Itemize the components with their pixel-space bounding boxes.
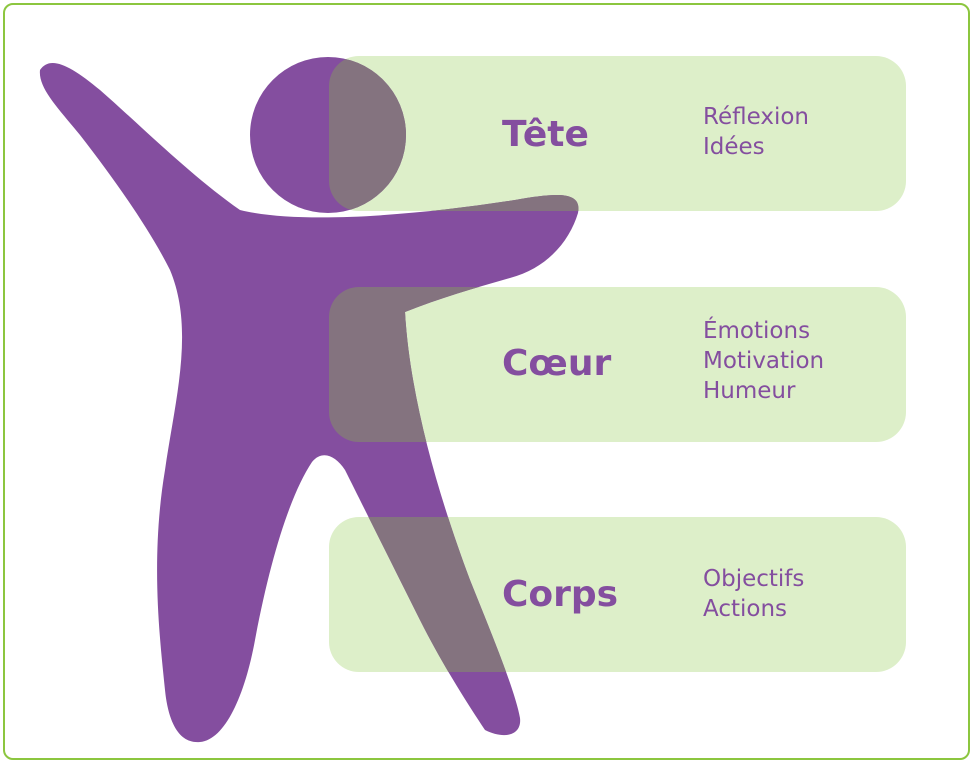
item-emotions: Émotions [703,318,811,344]
item-reflexion: Réflexion [703,104,809,130]
item-objectifs: Objectifs [703,566,805,592]
item-actions: Actions [703,596,788,622]
row-label-tete: Tête [502,114,589,155]
row-items-tete: Réflexion Idées [703,102,809,162]
row-items-coeur: Émotions Motivation Humeur [703,316,824,406]
item-motivation: Motivation [703,348,825,374]
item-idees: Idées [703,134,765,160]
panel-tete [329,56,906,211]
diagram-frame [3,3,970,760]
row-label-coeur: Cœur [502,343,612,384]
row-items-corps: Objectifs Actions [703,564,804,624]
row-label-corps: Corps [502,574,619,615]
item-humeur: Humeur [703,378,796,404]
panel-coeur [329,287,906,442]
